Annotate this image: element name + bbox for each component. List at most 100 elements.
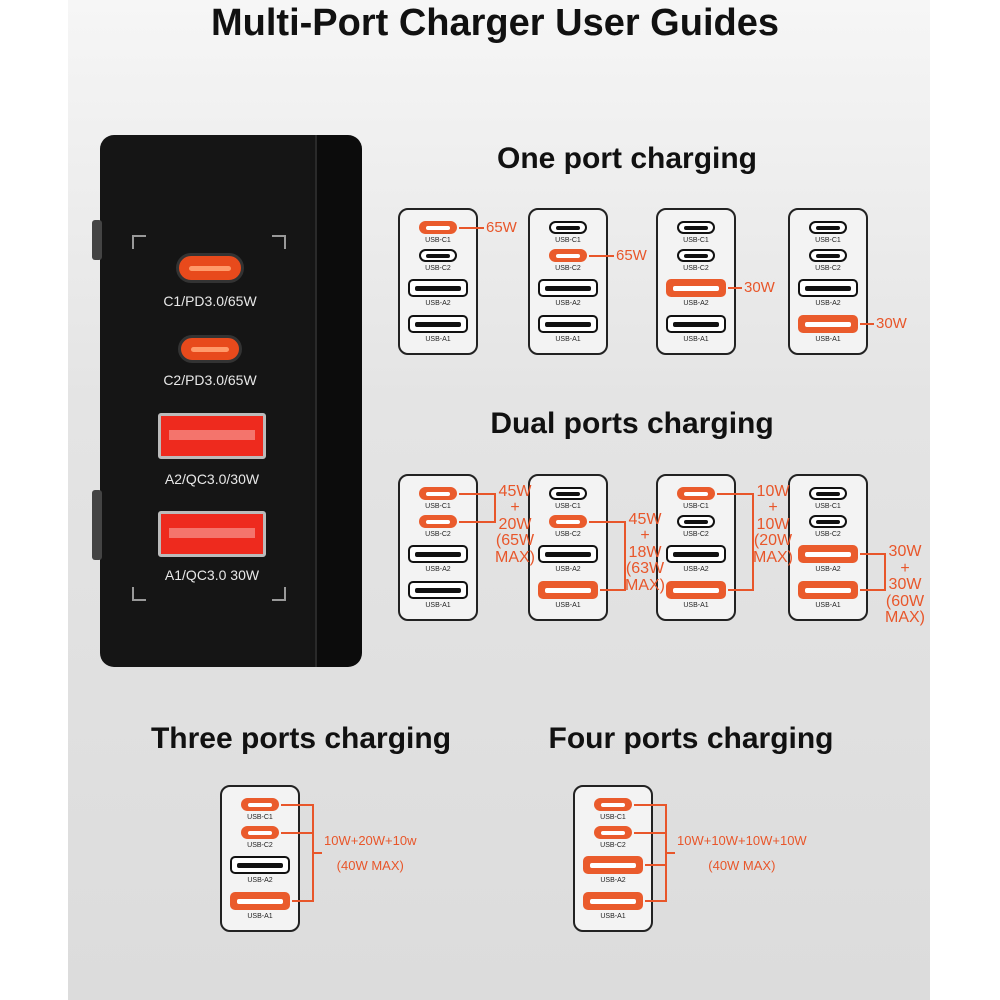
port-usb-a2 [798, 279, 858, 297]
port-label: USB-A1 [683, 602, 709, 609]
connector-line [860, 553, 884, 555]
power-note-line: (63W [625, 560, 665, 577]
power-note-line: (60W [885, 592, 925, 610]
connector-line [281, 831, 312, 834]
active-port-usb-a1 [798, 315, 858, 333]
power-note-line: MAX) [753, 548, 793, 566]
port-slot [415, 551, 461, 557]
port-label: USB-C1 [425, 237, 451, 244]
port-slot [556, 253, 580, 258]
power-note-line: (40W MAX) [336, 857, 404, 873]
section-title-dual-ports: Dual ports charging [490, 407, 774, 440]
port-usb-c1 [809, 221, 847, 234]
port-label: USB-C1 [683, 237, 709, 244]
power-note-line: MAX) [885, 609, 925, 626]
port-slot [545, 587, 591, 593]
active-port-usb-a1 [666, 581, 726, 599]
port-slot [426, 225, 450, 230]
power-note-line: 30W [888, 543, 922, 560]
port-label: USB-A1 [815, 602, 841, 609]
power-note-line: (65W [495, 532, 535, 549]
active-port-usb-c2 [241, 826, 279, 839]
connector-line [860, 589, 884, 591]
port-slot [601, 830, 625, 835]
port-slot [556, 491, 580, 496]
port-label: USB-A1 [815, 336, 841, 343]
port-usb-a2 [408, 279, 468, 297]
power-note-line: 45W [628, 510, 662, 528]
connector-line [728, 287, 742, 289]
bracket-line [494, 492, 496, 523]
power-note-line: 20W [498, 515, 532, 533]
port-slot [816, 491, 840, 496]
port-label: USB-A1 [555, 336, 581, 343]
port-label: USB-A1 [247, 913, 273, 920]
port-usb-a1 [538, 315, 598, 333]
power-note-line: (20W [753, 532, 793, 549]
port-usb-a2 [666, 545, 726, 563]
active-port-usb-a1 [538, 581, 598, 599]
connector-line [717, 492, 752, 495]
connector-line [292, 900, 312, 902]
connector-line [459, 226, 484, 229]
power-note-line: + [640, 527, 650, 544]
active-port-usb-a2 [666, 279, 726, 297]
port-usb-a2 [538, 279, 598, 297]
port-slot [426, 253, 450, 258]
corner-mark [132, 235, 146, 249]
port-slot [805, 321, 851, 327]
port-slot [590, 898, 636, 904]
charger-port-label: A2/QC3.0/30W [164, 471, 260, 487]
port-label: USB-A1 [683, 336, 709, 343]
port-slot [248, 802, 272, 807]
power-note-line: 10W [756, 482, 790, 500]
port-slot [673, 587, 719, 593]
port-label: USB-A1 [425, 602, 451, 609]
connector-line [589, 520, 624, 523]
connector-line [600, 589, 624, 591]
port-label: USB-C2 [555, 531, 581, 538]
active-port-usb-c2 [549, 515, 587, 528]
corner-mark [272, 587, 286, 601]
port-label: USB-A2 [425, 566, 451, 573]
port-slot [545, 551, 591, 557]
port-label: USB-C1 [683, 503, 709, 510]
power-note-line: 18W [628, 543, 662, 561]
port-label: USB-C2 [425, 531, 451, 538]
port-slot [556, 225, 580, 230]
charger-port-c1 [176, 253, 244, 283]
power-note: 10W+10W+10W+10W(40W MAX) [677, 828, 807, 878]
power-note-line: 10W+10W+10W+10W [677, 832, 807, 848]
section-title-one-port: One port charging [496, 142, 758, 175]
port-label: USB-C2 [683, 265, 709, 272]
port-usb-a1 [408, 581, 468, 599]
port-slot [590, 862, 636, 868]
power-note-line: 30W [888, 576, 922, 593]
power-note-line: MAX) [495, 548, 535, 566]
port-label: USB-A1 [555, 602, 581, 609]
active-port-usb-c1 [594, 798, 632, 811]
charger-side [315, 135, 362, 667]
port-usb-c1 [677, 221, 715, 234]
port-label: USB-C2 [683, 531, 709, 538]
power-note-line: MAX) [625, 576, 665, 594]
power-note: 65W [486, 218, 517, 236]
power-note: 30W [744, 279, 775, 296]
port-slot [237, 898, 283, 904]
active-port-usb-a2 [583, 856, 643, 874]
port-slot [545, 285, 591, 291]
port-usb-a2 [538, 545, 598, 563]
active-port-usb-a2 [798, 545, 858, 563]
port-label: USB-C2 [815, 265, 841, 272]
power-note: 10W+20W+10w(40W MAX) [324, 828, 417, 878]
power-note-line: + [900, 559, 910, 577]
port-label: USB-A2 [683, 566, 709, 573]
port-usb-c2 [809, 249, 847, 262]
connector-line [459, 492, 494, 495]
